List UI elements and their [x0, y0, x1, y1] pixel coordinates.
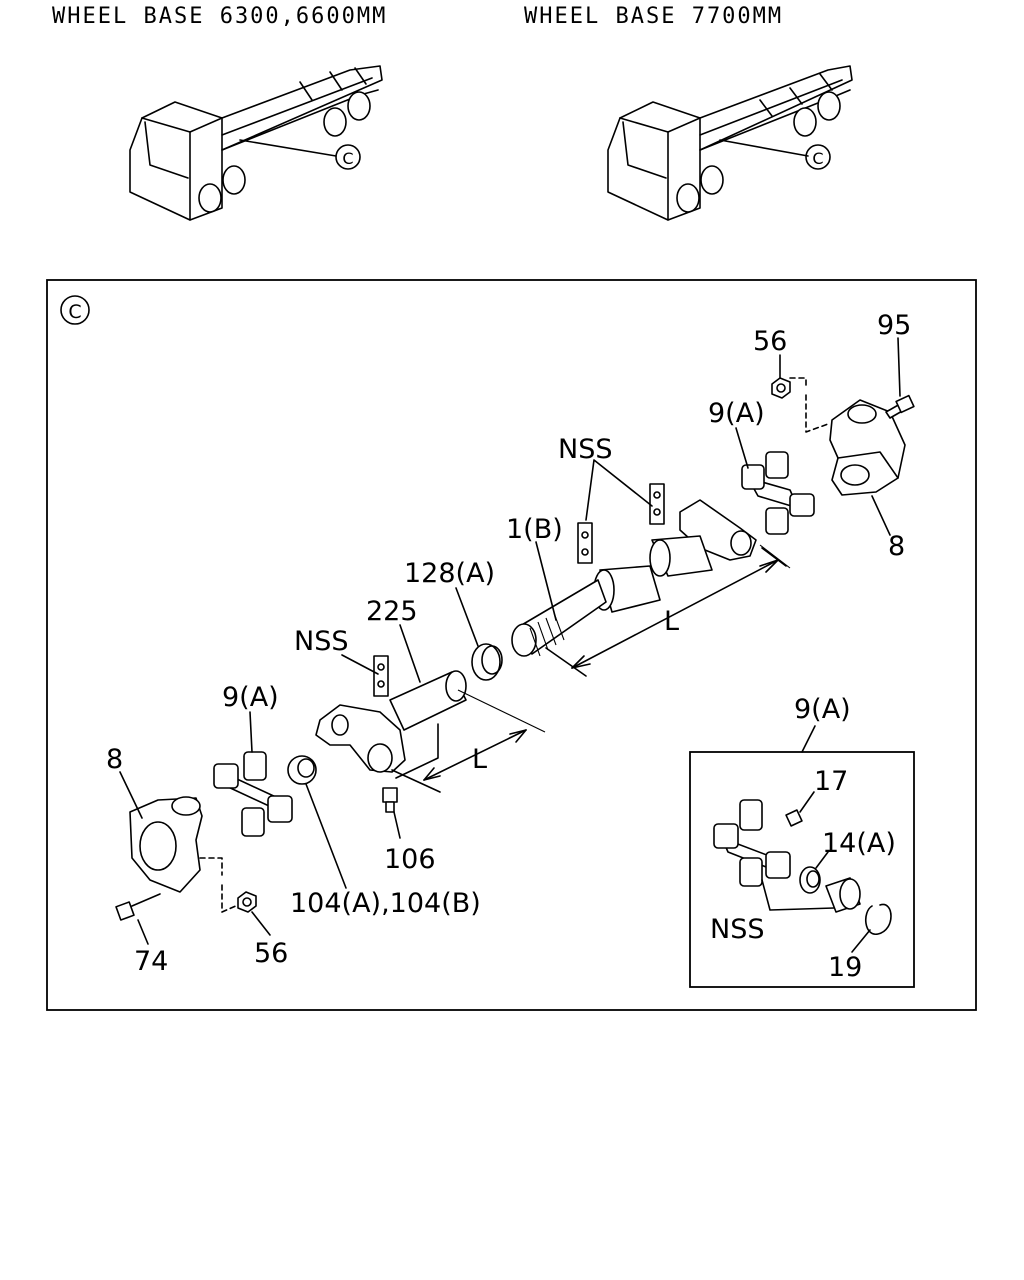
universal-joint-top: [741, 451, 815, 535]
nut-56-top: [771, 377, 791, 399]
flange-yoke-top: [829, 399, 906, 496]
label-8-bottom: 8: [106, 744, 123, 775]
label-1b: 1(B): [506, 514, 563, 545]
label-56-top: 56: [753, 326, 787, 357]
inset-label-14a: 14(A): [822, 828, 896, 859]
label-128a: 128(A): [404, 558, 495, 589]
label-nss-top: NSS: [558, 434, 612, 465]
inset-bearing-cup: [825, 877, 861, 913]
nss-plate-top-2: [649, 483, 665, 525]
leader-lines: [119, 337, 901, 945]
view-c-marker-main: C: [60, 295, 90, 325]
nss-plate-mid: [373, 655, 389, 697]
header-wheelbase-6300-6600: WHEEL BASE 6300,6600MM: [52, 4, 388, 29]
inset-grease-nipple: [785, 809, 803, 827]
label-225: 225: [366, 596, 418, 627]
label-l-top: L: [664, 606, 679, 637]
bearing-104: [287, 755, 317, 785]
inset-snap-ring-19: [865, 903, 892, 935]
view-c-marker-main-label: C: [68, 301, 81, 323]
bolt-95: [885, 394, 915, 419]
seal-128a: [471, 643, 503, 681]
inset-label-nss: NSS: [710, 914, 764, 945]
truck-illustration-right: [607, 65, 853, 221]
label-106: 106: [384, 844, 436, 875]
view-c-marker-right: C: [805, 144, 831, 170]
inset-label-17: 17: [814, 766, 848, 797]
detail-frame: [46, 279, 977, 1011]
dimension-l-top: [545, 547, 787, 677]
spline-shaft-1b: [511, 565, 661, 657]
slip-yoke: [649, 499, 757, 577]
view-c-marker-right-label: C: [812, 149, 823, 168]
label-9a-top: 9(A): [708, 398, 765, 429]
dimension-l-mid: [391, 723, 527, 793]
label-nss-mid: NSS: [294, 626, 348, 657]
label-l-mid: L: [472, 744, 487, 775]
inset-title-9a: 9(A): [794, 694, 851, 725]
header-wheelbase-7700: WHEEL BASE 7700MM: [524, 4, 784, 29]
label-8-top: 8: [888, 531, 905, 562]
bolt-74: [115, 893, 161, 921]
sleeve-yoke-225: [315, 670, 467, 773]
universal-joint-mid: [213, 751, 293, 837]
label-74: 74: [134, 946, 168, 977]
label-9a-mid: 9(A): [222, 682, 279, 713]
inset-universal-joint: [713, 799, 791, 887]
nss-plate-top-1: [577, 522, 593, 564]
nut-56-bottom: [237, 891, 257, 913]
label-56-bottom: 56: [254, 938, 288, 969]
inset-leader-lines: [761, 791, 871, 953]
grease-nipple-106: [382, 787, 398, 813]
view-c-marker-left-label: C: [342, 149, 353, 168]
truck-illustration-left: [129, 65, 383, 221]
inset-frame: [689, 751, 915, 988]
inset-label-19: 19: [828, 952, 862, 983]
view-c-marker-left: C: [335, 144, 361, 170]
flange-yoke-bottom: [129, 796, 203, 893]
label-104: 104(A),104(B): [290, 888, 481, 919]
inset-seal-14a: [799, 866, 821, 894]
label-95: 95: [877, 310, 911, 341]
